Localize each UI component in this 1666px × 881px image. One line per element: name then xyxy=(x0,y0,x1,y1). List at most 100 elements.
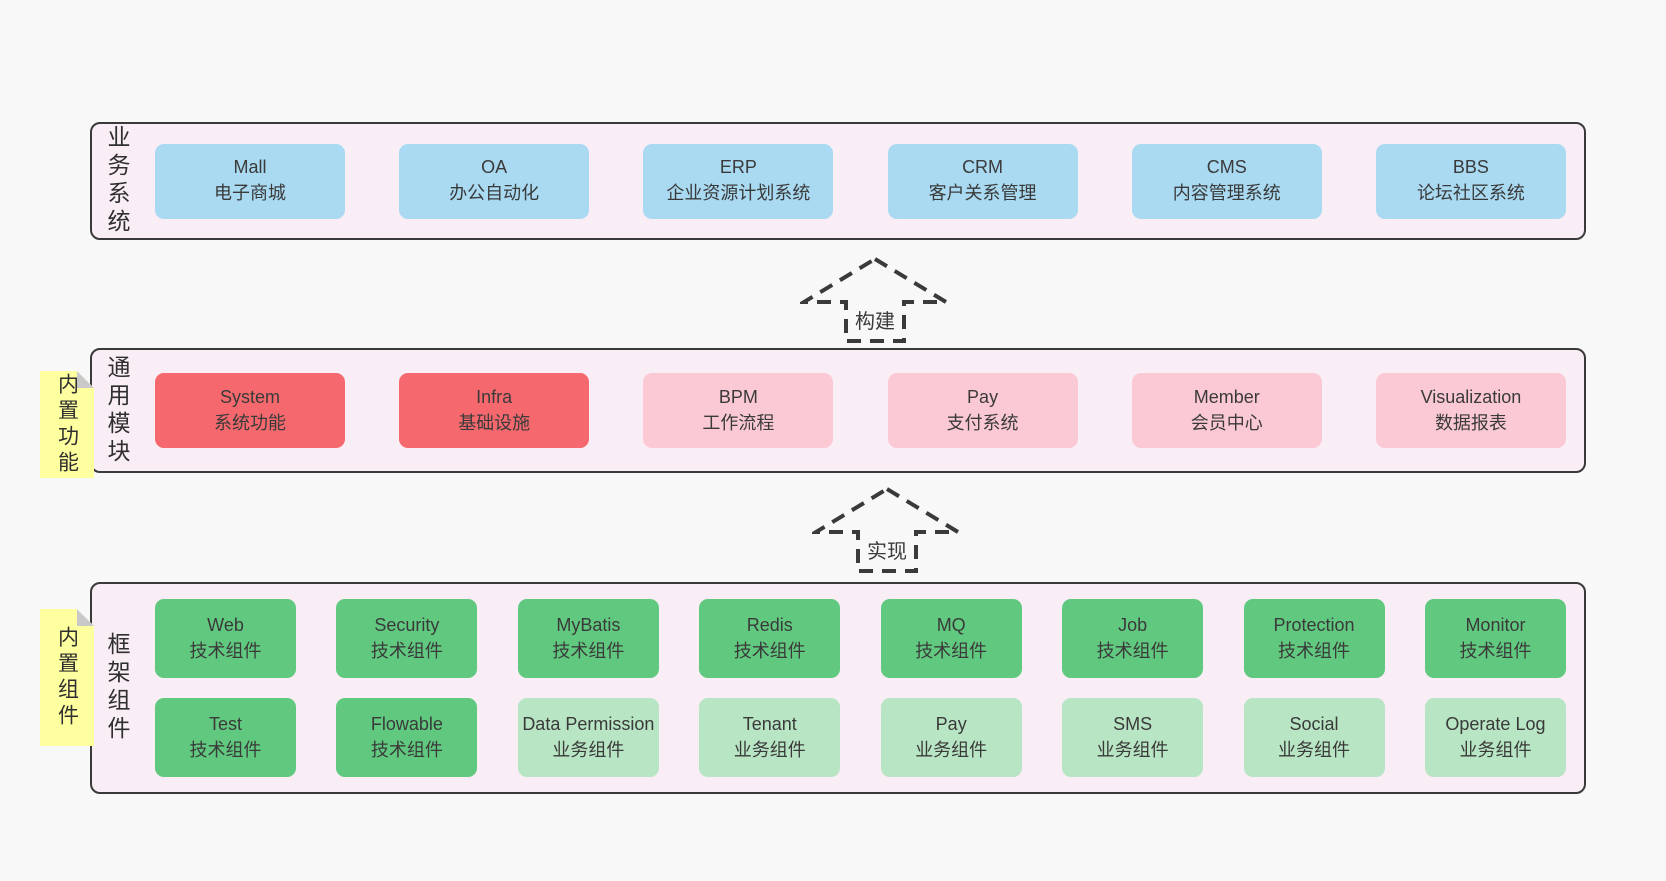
box-title: BPM xyxy=(718,386,758,407)
arrow-build: 构建 xyxy=(800,256,950,344)
box-subtitle: 技术组件 xyxy=(1096,640,1169,661)
business-boxes-row: Mall 电子商城 OA 办公自动化 ERP 企业资源计划系统 CRM 客户关系… xyxy=(135,143,1584,219)
box-monitor: Monitor 技术组件 xyxy=(1424,599,1566,678)
box-subtitle: 业务组件 xyxy=(1278,739,1351,760)
sticky-note-text: 内置功能 xyxy=(55,372,79,477)
box-tenant: Tenant 业务组件 xyxy=(699,698,841,777)
box-title: Protection xyxy=(1273,614,1355,635)
framework-row-2: Test 技术组件 Flowable 技术组件 Data Permission … xyxy=(155,698,1566,777)
box-subtitle: 业务组件 xyxy=(733,739,806,760)
framework-grid: Web 技术组件 Security 技术组件 MyBatis 技术组件 Redi… xyxy=(135,584,1584,792)
box-infra: Infra 基础设施 xyxy=(399,373,590,448)
box-subtitle: 业务组件 xyxy=(1459,739,1532,760)
box-title: Security xyxy=(374,614,440,635)
box-data-permission: Data Permission 业务组件 xyxy=(517,698,659,777)
box-title: Job xyxy=(1118,614,1148,635)
box-title: Social xyxy=(1289,713,1339,734)
box-title: Web xyxy=(207,614,244,635)
box-title: Pay xyxy=(935,713,967,734)
box-title: OA xyxy=(481,157,508,178)
box-title: SMS xyxy=(1113,713,1153,734)
box-subtitle: 电子商城 xyxy=(214,183,286,203)
box-bbs: BBS 论坛社区系统 xyxy=(1375,143,1566,219)
box-mall: Mall 电子商城 xyxy=(155,143,345,219)
box-title: Pay xyxy=(967,386,999,407)
box-subtitle: 业务组件 xyxy=(552,739,625,760)
box-subtitle: 技术组件 xyxy=(189,739,262,760)
box-pay-module: Pay 支付系统 xyxy=(887,373,1078,448)
box-title: Operate Log xyxy=(1445,713,1546,734)
box-erp: ERP 企业资源计划系统 xyxy=(643,143,834,219)
box-oa: OA 办公自动化 xyxy=(399,143,590,219)
box-title: Test xyxy=(208,713,242,734)
box-subtitle: 技术组件 xyxy=(370,739,443,760)
box-title: Mall xyxy=(233,157,267,178)
modules-boxes-row: System 系统功能 Infra 基础设施 BPM 工作流程 Pay 支付系统… xyxy=(135,373,1584,448)
box-subtitle: 工作流程 xyxy=(702,412,775,433)
panel-label-common-modules: 通用模块 xyxy=(104,354,130,467)
box-web: Web 技术组件 xyxy=(155,599,296,678)
arrow-build-label: 构建 xyxy=(855,311,895,333)
box-title: Visualization xyxy=(1420,386,1522,407)
box-visualization: Visualization 数据报表 xyxy=(1375,373,1566,448)
box-title: CMS xyxy=(1206,157,1247,178)
sticky-note-builtin-features: 内置功能 xyxy=(40,371,94,478)
box-title: Member xyxy=(1193,386,1260,407)
box-system: System 系统功能 xyxy=(155,373,345,448)
box-security: Security 技术组件 xyxy=(336,599,478,678)
box-subtitle: 系统功能 xyxy=(214,412,286,433)
arrow-up-dashed-icon xyxy=(812,486,962,573)
box-subtitle: 数据报表 xyxy=(1434,412,1507,433)
box-subtitle: 技术组件 xyxy=(733,640,806,661)
box-operate-log: Operate Log 业务组件 xyxy=(1424,698,1566,777)
box-subtitle: 业务组件 xyxy=(1096,739,1169,760)
box-mq: MQ 技术组件 xyxy=(880,599,1022,678)
box-subtitle: 技术组件 xyxy=(552,640,625,661)
box-subtitle: 技术组件 xyxy=(1278,640,1351,661)
box-title: Data Permission xyxy=(522,713,655,734)
box-title: BBS xyxy=(1452,157,1489,178)
box-subtitle: 技术组件 xyxy=(915,640,988,661)
panel-label-business-systems: 业务系统 xyxy=(104,125,130,237)
framework-row-1: Web 技术组件 Security 技术组件 MyBatis 技术组件 Redi… xyxy=(155,599,1566,678)
box-title: Infra xyxy=(476,386,513,407)
panel-common-modules: 通用模块 System 系统功能 Infra 基础设施 BPM 工作流程 Pay… xyxy=(90,348,1586,473)
sticky-note-text: 内置组件 xyxy=(55,625,79,730)
arrow-implement-label: 实现 xyxy=(867,541,907,563)
box-pay-component: Pay 业务组件 xyxy=(880,698,1022,777)
box-title: MQ xyxy=(936,614,966,635)
box-subtitle: 技术组件 xyxy=(189,640,262,661)
box-protection: Protection 技术组件 xyxy=(1243,599,1385,678)
box-job: Job 技术组件 xyxy=(1062,599,1204,678)
panel-framework-components: 框架组件 Web 技术组件 Security 技术组件 MyBatis 技术组件… xyxy=(90,582,1586,794)
box-subtitle: 会员中心 xyxy=(1190,412,1263,433)
box-title: Monitor xyxy=(1465,614,1526,635)
sticky-note-builtin-components: 内置组件 xyxy=(40,609,94,746)
arrow-up-dashed-icon xyxy=(800,256,950,343)
box-sms: SMS 业务组件 xyxy=(1062,698,1204,777)
box-subtitle: 业务组件 xyxy=(915,739,988,760)
box-test: Test 技术组件 xyxy=(155,698,296,777)
box-member: Member 会员中心 xyxy=(1131,373,1322,448)
panel-business-systems: 业务系统 Mall 电子商城 OA 办公自动化 ERP 企业资源计划系统 CRM… xyxy=(90,122,1586,240)
box-subtitle: 基础设施 xyxy=(458,412,531,433)
box-title: Tenant xyxy=(742,713,797,734)
box-social: Social 业务组件 xyxy=(1243,698,1385,777)
box-redis: Redis 技术组件 xyxy=(699,599,841,678)
box-subtitle: 技术组件 xyxy=(370,640,443,661)
box-cms: CMS 内容管理系统 xyxy=(1131,143,1322,219)
box-subtitle: 内容管理系统 xyxy=(1172,183,1281,203)
box-title: Flowable xyxy=(370,713,443,734)
box-mybatis: MyBatis 技术组件 xyxy=(517,599,659,678)
box-subtitle: 办公自动化 xyxy=(449,183,540,203)
box-subtitle: 论坛社区系统 xyxy=(1416,183,1525,203)
box-flowable: Flowable 技术组件 xyxy=(336,698,478,777)
box-subtitle: 企业资源计划系统 xyxy=(666,183,811,203)
box-title: CRM xyxy=(962,157,1004,178)
box-bpm: BPM 工作流程 xyxy=(643,373,834,448)
box-subtitle: 支付系统 xyxy=(946,412,1019,433)
box-subtitle: 客户关系管理 xyxy=(928,183,1037,203)
box-title: ERP xyxy=(719,157,757,178)
panel-label-framework-components: 框架组件 xyxy=(104,632,130,744)
box-title: MyBatis xyxy=(556,614,621,635)
